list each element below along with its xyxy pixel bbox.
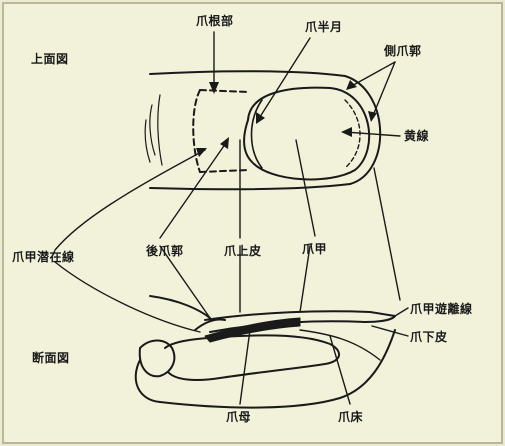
label-yellow-line: 黄線 [404, 129, 429, 143]
label-hidden-edge: 爪甲潜在線 [12, 250, 75, 264]
label-hyponychium: 爪下皮 [410, 330, 448, 344]
label-nail-root: 爪根部 [196, 14, 234, 28]
view-title-section: 断面図 [32, 351, 70, 365]
label-eponychium: 爪上皮 [224, 244, 262, 258]
label-free-edge: 爪甲遊離線 [410, 302, 473, 316]
label-lateral-fold: 側爪郭 [384, 44, 422, 58]
figure-border [3, 3, 502, 443]
view-title-top: 上面図 [31, 52, 69, 66]
label-proximal-fold: 後爪郭 [146, 244, 184, 258]
label-nail-bed: 爪床 [338, 410, 363, 424]
label-lunula: 爪半月 [305, 20, 343, 34]
label-nail-plate: 爪甲 [302, 242, 327, 256]
label-matrix: 爪母 [226, 410, 251, 424]
